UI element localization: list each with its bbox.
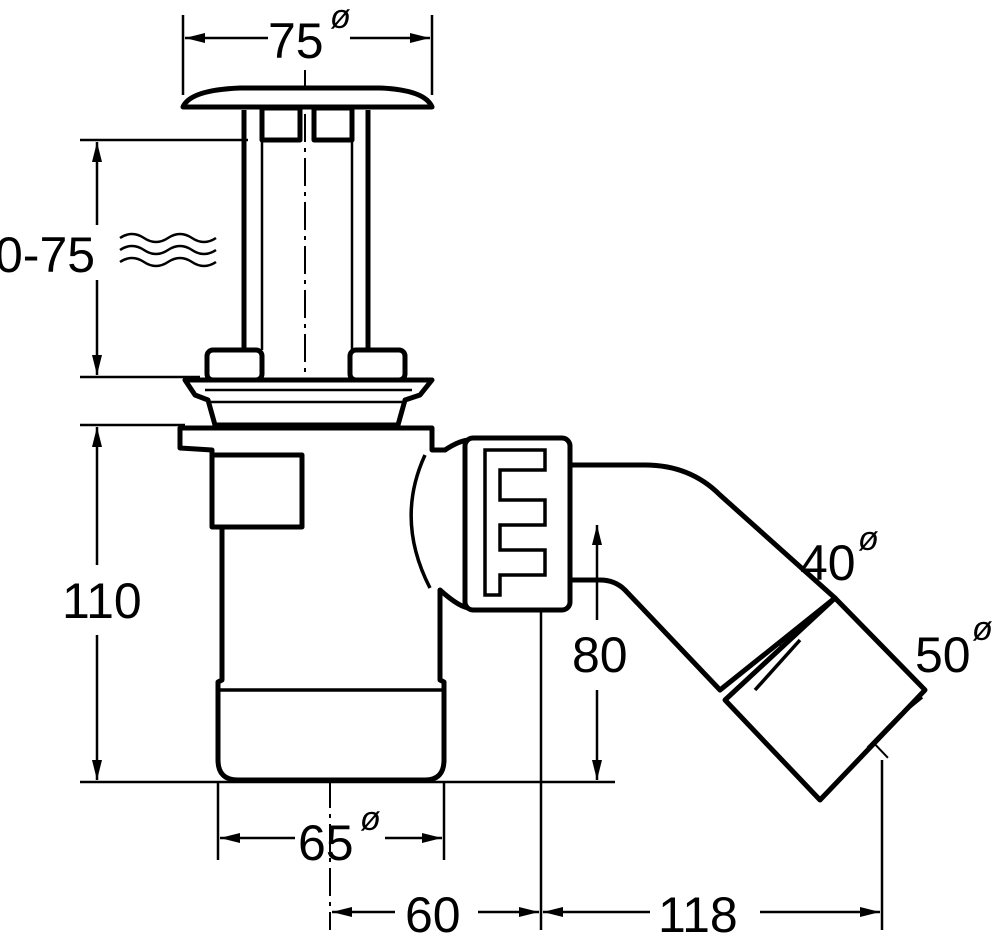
label-80: 80 (572, 627, 628, 683)
outlet-pipe (567, 462, 928, 803)
dim-body-diameter: 65 ø (216, 782, 446, 871)
label-75: 75 (268, 13, 324, 69)
label-65: 65 (298, 815, 354, 871)
adjustable-wave-icon (119, 232, 217, 268)
diameter-symbol: ø (360, 800, 381, 838)
label-50: 50 (915, 627, 971, 683)
diameter-symbol: ø (858, 520, 879, 558)
outlet-nut (462, 435, 573, 613)
dim-outlet-length: 118 (543, 887, 880, 935)
label-110: 110 (62, 573, 142, 629)
dim-body-height: 110 (62, 423, 615, 784)
label-0-75: 0-75 (0, 227, 95, 283)
dim-height-range: 0-75 (0, 138, 248, 379)
top-cap (180, 85, 435, 143)
label-118: 118 (658, 887, 738, 935)
siphon-body (177, 425, 473, 783)
label-40: 40 (800, 535, 856, 591)
dim-top-diameter: 75 ø (181, 0, 434, 95)
dim-outlet-offset: 60 (332, 610, 884, 935)
dim-outlet-height: 80 (572, 525, 628, 780)
diameter-symbol: ø (972, 610, 993, 648)
flange (182, 377, 435, 428)
label-60: 60 (405, 887, 461, 935)
stem (241, 110, 371, 355)
diameter-symbol: ø (330, 0, 351, 36)
